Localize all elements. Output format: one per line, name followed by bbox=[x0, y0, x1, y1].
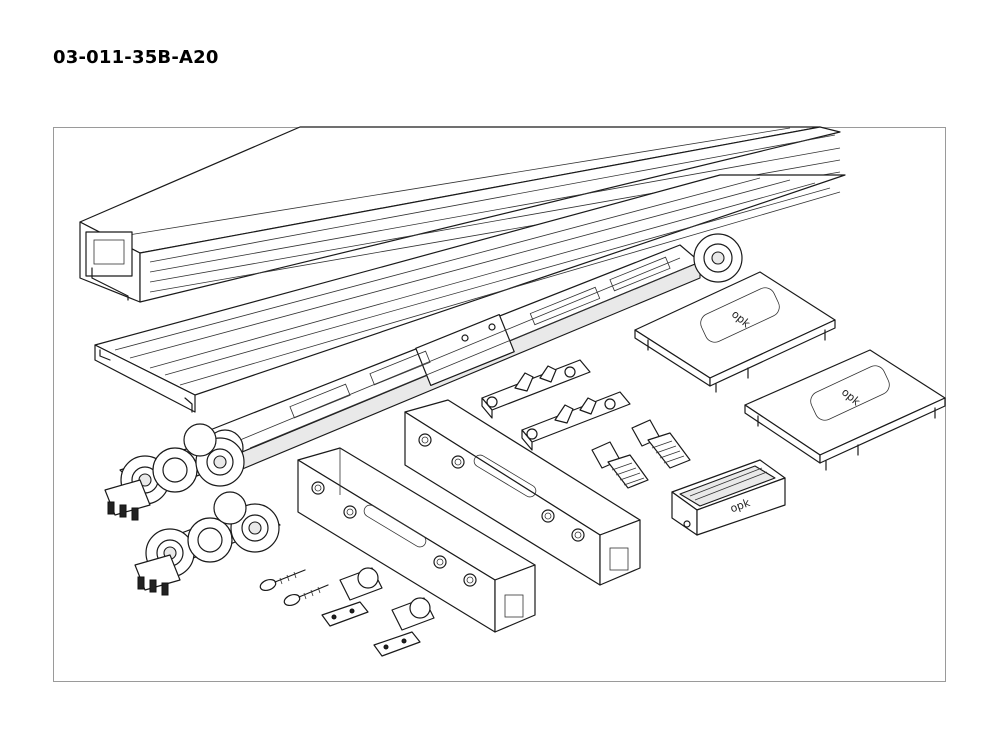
stopper-clip: opk bbox=[671, 459, 786, 536]
screw-1 bbox=[259, 569, 306, 592]
end-cover-plate-1: opk bbox=[634, 271, 836, 393]
threaded-bolt-1 bbox=[591, 441, 649, 489]
door-guide-1 bbox=[321, 567, 383, 627]
soft-close-mechanism bbox=[206, 233, 743, 471]
part-number-title: 03-011-35B-A20 bbox=[53, 47, 219, 68]
stopper-bracket-1 bbox=[481, 359, 591, 419]
glass-clamp-profile-front bbox=[297, 447, 536, 633]
screw-2 bbox=[283, 584, 329, 607]
glass-clamp-profile-back bbox=[404, 399, 641, 586]
threaded-bolt-2 bbox=[631, 419, 691, 469]
roller-carriage-1 bbox=[104, 423, 245, 521]
bottom-track-rail bbox=[94, 174, 846, 413]
top-track-rail bbox=[79, 126, 841, 303]
end-cover-plate-2: opk bbox=[744, 349, 946, 471]
door-guide-2 bbox=[373, 597, 435, 657]
stopper-bracket-2 bbox=[521, 391, 631, 451]
roller-carriage-2 bbox=[134, 491, 281, 596]
